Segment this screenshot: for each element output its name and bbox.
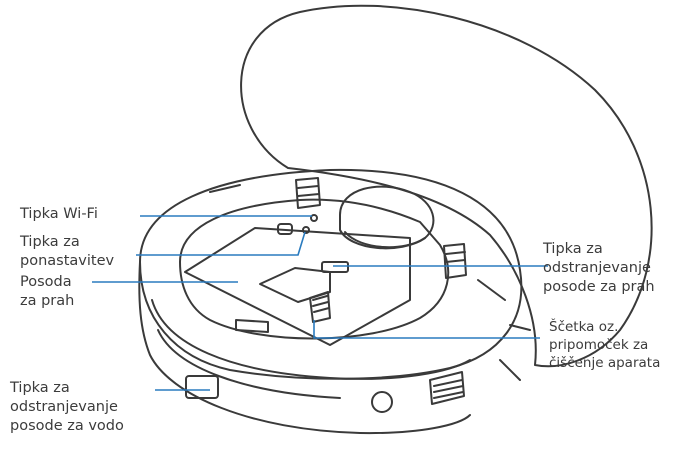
label-dustbin-release-line-1: Tipka za (543, 241, 603, 257)
reset-button (302, 226, 310, 234)
label-reset-line-1: Tipka za (20, 234, 80, 250)
label-brush-line-3: čiščenje aparata (549, 355, 661, 371)
brush-tool (309, 291, 331, 323)
label-wifi: Tipka Wi-Fi (20, 205, 98, 224)
label-water-tank-line-3: posode za vodo (10, 418, 124, 434)
label-dustbin-release: Tipka za odstranjevanje posode za prah (543, 240, 655, 297)
body-side (138, 261, 471, 435)
wifi-button (310, 214, 318, 222)
body-top (139, 168, 523, 380)
label-brush-line-2: pripomoček za (549, 337, 649, 353)
water-tank-release-button (185, 375, 219, 399)
dustbin-cover (184, 227, 411, 346)
label-brush: Ščetka oz. pripomoček za čiščenje aparat… (549, 318, 660, 372)
dustbin-release-button (321, 261, 349, 273)
label-water-tank-line-2: odstranjevanje (10, 399, 118, 415)
top-panel (179, 198, 450, 340)
label-dustbin-release-line-2: odstranjevanje (543, 260, 651, 276)
lidar-turret (339, 185, 435, 250)
label-dustbin-line-2: za prah (20, 293, 75, 309)
label-water-tank-release: Tipka za odstranjevanje posode za vodo (10, 379, 124, 436)
leader-reset (136, 231, 306, 256)
label-reset: Tipka za ponastavitev (20, 233, 114, 271)
label-water-tank-line-1: Tipka za (10, 380, 70, 396)
leader-brush (313, 320, 540, 339)
side-vent (429, 371, 465, 405)
lid-outline (240, 4, 653, 368)
label-dustbin-line-1: Posoda (20, 274, 72, 290)
side-brush (499, 324, 531, 381)
side-wheel (371, 391, 393, 413)
label-dustbin-release-line-3: posode za prah (543, 279, 655, 295)
label-brush-line-1: Ščetka oz. (549, 319, 619, 335)
body-ring (151, 299, 471, 380)
label-wifi-line-1: Tipka Wi-Fi (20, 206, 98, 222)
label-reset-line-2: ponastavitev (20, 253, 115, 269)
label-dustbin: Posoda za prah (20, 273, 74, 311)
